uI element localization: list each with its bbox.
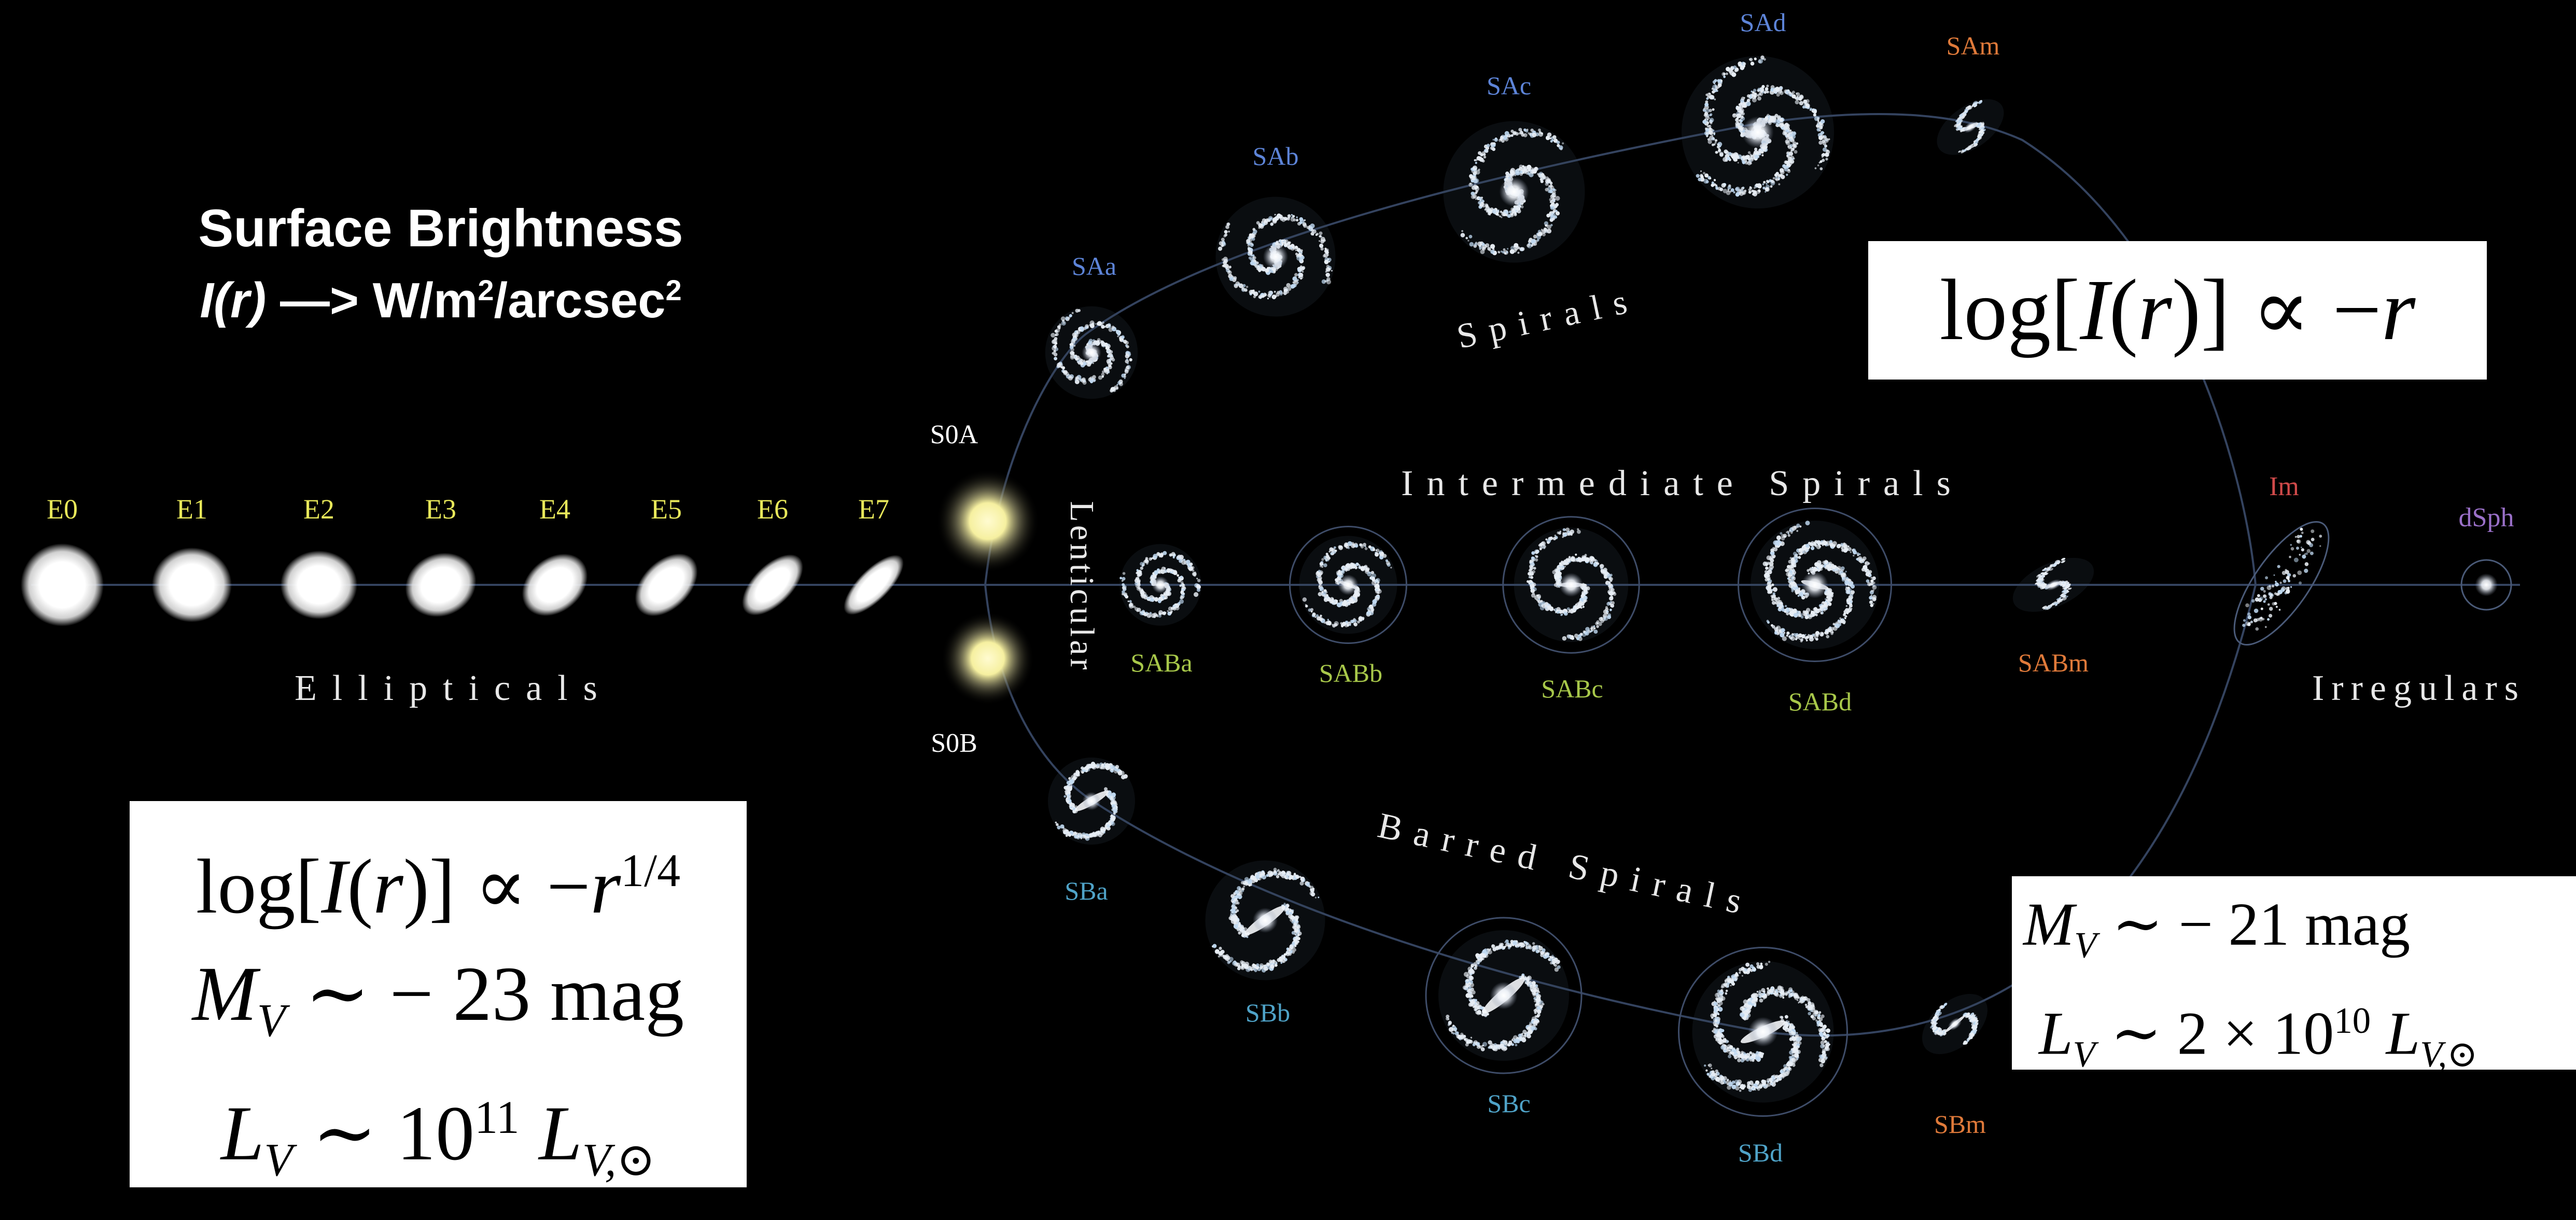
- irregulars-group: Im dSph: [2218, 472, 2514, 658]
- label-E4: E4: [539, 494, 570, 525]
- spiral-magnitude: MV ∼ − 21 mag: [2023, 876, 2576, 973]
- label-E6: E6: [757, 494, 788, 525]
- disk-profile-equation-box: log[I(r)] ∝ −r: [1868, 241, 2487, 380]
- label-SAc: SAc: [1487, 71, 1531, 100]
- galaxy-SAa: [1045, 306, 1138, 399]
- elliptical-magnitude: MV ∼ − 23 mag: [130, 930, 747, 1058]
- galaxy-SBd: [1669, 938, 1857, 1126]
- label-SBd: SBd: [1738, 1138, 1783, 1167]
- galaxy-SAm: [1927, 88, 2014, 166]
- label-E3: E3: [425, 494, 456, 525]
- ellipticals-group: [21, 541, 913, 629]
- label-SAb: SAb: [1253, 142, 1299, 171]
- galaxy-SAb: [1199, 180, 1353, 334]
- group-label-irregulars: Irregulars: [2312, 668, 2526, 708]
- lenticular-group: S0A S0B Lenticular: [930, 420, 1101, 758]
- label-SABb: SABb: [1319, 658, 1382, 688]
- label-S0A: S0A: [930, 420, 978, 450]
- spiral-luminosity: LV ∼ 2 × 1010 LV,⊙: [2023, 973, 2576, 1069]
- devaucouleurs-equation: log[I(r)] ∝ −r1/4: [130, 801, 747, 930]
- title-unit-sup: 2: [478, 274, 494, 306]
- label-S0B: S0B: [931, 728, 977, 758]
- galaxy-dSph: [2475, 573, 2498, 596]
- galaxy-SABa: [1119, 544, 1201, 626]
- galaxy-SABd: [1736, 506, 1893, 663]
- spiral-equations-box: MV ∼ − 21 mag LV ∼ 2 × 1010 LV,⊙: [2012, 876, 2576, 1070]
- group-label-intermediate: Intermediate Spirals: [1401, 464, 1964, 503]
- label-dSph: dSph: [2459, 503, 2514, 532]
- galaxy-SBm: [1911, 981, 1999, 1066]
- disk-profile-equation: log[I(r)] ∝ −r: [1868, 241, 2487, 380]
- label-E5: E5: [651, 494, 682, 525]
- label-SABm: SABm: [2018, 648, 2089, 677]
- galaxy-E1: [152, 548, 232, 622]
- intermediate-labels: SABa SABb SABc SABd SABm: [1130, 648, 2089, 716]
- group-label-barred: Barred Spirals: [1375, 806, 1757, 924]
- label-E1: E1: [176, 494, 207, 525]
- label-E0: E0: [47, 494, 78, 525]
- galaxy-SBc: [1411, 903, 1595, 1087]
- label-SABd: SABd: [1788, 687, 1852, 716]
- title-line1: Surface Brightness: [135, 197, 747, 259]
- label-SBa: SBa: [1065, 876, 1108, 905]
- elliptical-equations-box: log[I(r)] ∝ −r1/4 MV ∼ − 23 mag LV ∼ 101…: [130, 801, 747, 1187]
- label-E2: E2: [303, 494, 334, 525]
- galaxy-SBb: [1182, 837, 1349, 1004]
- galaxy-S0A: [936, 469, 1040, 573]
- label-SBc: SBc: [1487, 1089, 1530, 1118]
- label-SABa: SABa: [1130, 648, 1192, 677]
- group-label-spirals: Spirals: [1453, 279, 1643, 356]
- label-SBb: SBb: [1245, 998, 1290, 1027]
- label-SBm: SBm: [1934, 1110, 1986, 1139]
- label-SABc: SABc: [1541, 674, 1603, 703]
- galaxy-SABm: [2005, 546, 2102, 623]
- barred-group: [1032, 741, 1999, 1126]
- label-E7: E7: [858, 494, 889, 525]
- galaxy-SAc: [1444, 121, 1585, 263]
- title-unit-b: /arcsec: [494, 273, 666, 328]
- galaxy-SABb: [1285, 522, 1411, 648]
- title-line2: I(r) —> W/m2/arcsec2: [135, 259, 747, 332]
- label-SAa: SAa: [1072, 251, 1116, 281]
- galaxy-SBa: [1032, 741, 1152, 861]
- elliptical-labels: E0 E1 E2 E3 E4 E5 E6 E7: [47, 494, 889, 525]
- galaxy-S0B: [941, 612, 1034, 705]
- label-SAm: SAm: [1947, 31, 2000, 60]
- galaxy-SABc: [1503, 517, 1640, 653]
- galaxy-SAd: [1670, 44, 1846, 220]
- galaxy-E3: [395, 541, 487, 628]
- label-Im: Im: [2269, 472, 2299, 501]
- title-unit-a: W/m: [373, 273, 478, 328]
- surface-brightness-title: Surface Brightness I(r) —> W/m2/arcsec2: [135, 197, 747, 332]
- title-unit-sup2: 2: [666, 274, 682, 306]
- title-arrow: —>: [266, 273, 372, 328]
- label-SAd: SAd: [1740, 8, 1786, 37]
- elliptical-luminosity: LV ∼ 1011 LV,⊙: [130, 1058, 747, 1187]
- galaxy-E0: [21, 543, 104, 626]
- galaxy-E2: [281, 551, 357, 619]
- group-label-ellipticals: Ellipticals: [295, 668, 613, 708]
- group-label-lenticular: Lenticular: [1063, 501, 1101, 672]
- title-func: I(r): [200, 273, 266, 328]
